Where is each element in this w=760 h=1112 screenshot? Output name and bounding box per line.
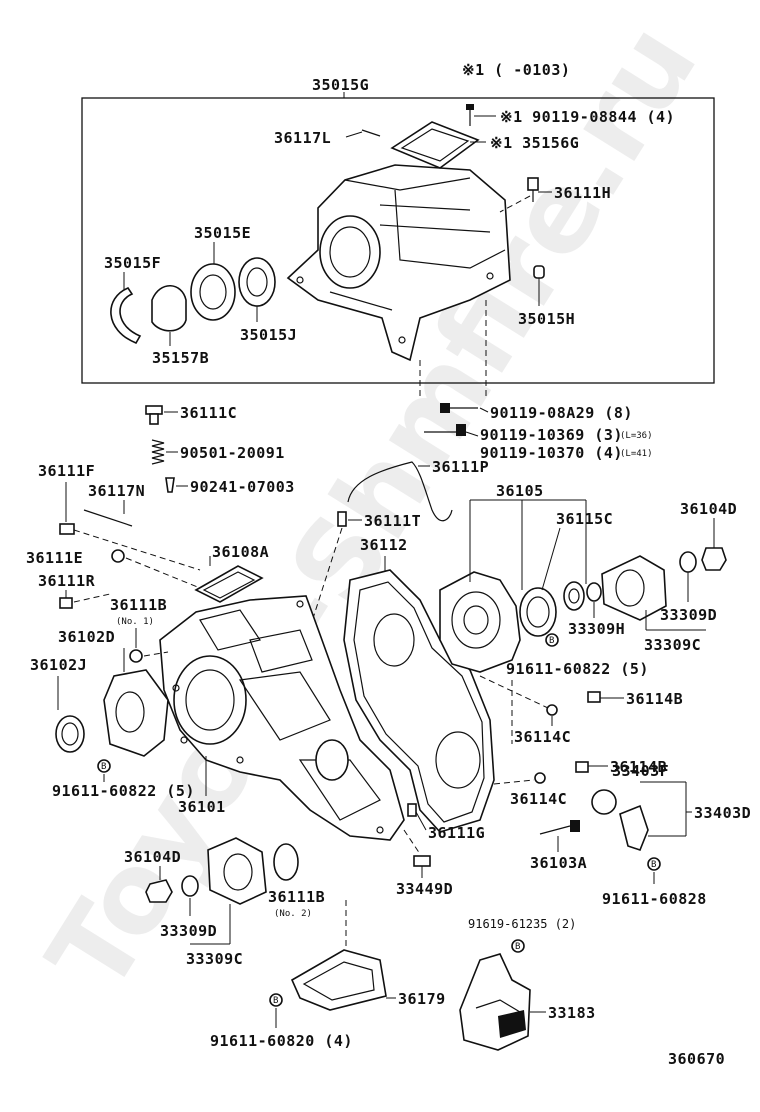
spring bbox=[151, 439, 165, 465]
label-35015H[interactable]: 35015H bbox=[518, 310, 575, 328]
svg-text:B: B bbox=[549, 636, 554, 646]
label-36111B-1[interactable]: 36111B bbox=[110, 596, 167, 614]
snap-ring bbox=[110, 287, 142, 345]
label-33449D[interactable]: 33449D bbox=[396, 880, 453, 898]
label-36102J[interactable]: 36102J bbox=[30, 656, 87, 674]
label-33309D-b[interactable]: 33309D bbox=[160, 922, 217, 940]
label-36111B-1-note: (No. 1) bbox=[116, 617, 154, 627]
label-36111T[interactable]: 36111T bbox=[364, 512, 421, 530]
label-36117L[interactable]: 36117L bbox=[274, 129, 331, 147]
label-90119-08844[interactable]: ※1 90119-08844 (4) bbox=[500, 108, 675, 126]
cover-36112 bbox=[343, 569, 495, 833]
label-91611-60820[interactable]: 91611-60820 (4) bbox=[210, 1032, 353, 1050]
label-36111C[interactable]: 36111C bbox=[180, 404, 237, 422]
sensor-33403D bbox=[619, 804, 649, 851]
svg-text:B: B bbox=[101, 762, 106, 772]
label-33309H[interactable]: 33309H bbox=[568, 620, 625, 638]
label-90119-08A29[interactable]: 90119-08A29 (8) bbox=[490, 404, 633, 422]
cover-35157B bbox=[151, 284, 187, 332]
label-91611-60822-b[interactable]: 91611-60822 (5) bbox=[506, 660, 649, 678]
label-35156G[interactable]: ※1 35156G bbox=[490, 134, 579, 152]
label-36105[interactable]: 36105 bbox=[496, 482, 544, 500]
label-36104D-a[interactable]: 36104D bbox=[680, 500, 737, 518]
note-range: ※1 ( -0103) bbox=[462, 61, 570, 79]
label-33403F[interactable]: 33403F bbox=[612, 762, 669, 780]
label-36111E[interactable]: 36111E bbox=[26, 549, 83, 567]
label-35015G[interactable]: 35015G bbox=[312, 76, 369, 94]
label-91611-60822-a[interactable]: 91611-60822 (5) bbox=[52, 782, 195, 800]
label-36111P[interactable]: 36111P bbox=[432, 458, 489, 476]
transfer-case-36101 bbox=[159, 595, 405, 841]
hose-36111P bbox=[347, 461, 453, 522]
label-33309D-a[interactable]: 33309D bbox=[660, 606, 717, 624]
label-90119-10369[interactable]: 90119-10369 (3) bbox=[480, 426, 623, 444]
label-33309C-b[interactable]: 33309C bbox=[186, 950, 243, 968]
mount-33183 bbox=[459, 953, 531, 1051]
bolt-10369 bbox=[424, 424, 466, 436]
label-90241-07003[interactable]: 90241-07003 bbox=[190, 478, 295, 496]
extension-housing bbox=[286, 164, 511, 362]
label-36112[interactable]: 36112 bbox=[360, 536, 408, 554]
label-36111G[interactable]: 36111G bbox=[428, 824, 485, 842]
label-33183[interactable]: 33183 bbox=[548, 1004, 596, 1022]
label-36102D[interactable]: 36102D bbox=[58, 628, 115, 646]
label-90119-10369-note: (L=36) bbox=[620, 431, 653, 441]
bolt-36103A bbox=[539, 820, 580, 835]
skid-plate-36179 bbox=[290, 949, 387, 1011]
label-91619-61235[interactable]: 91619-61235 (2) bbox=[468, 917, 576, 931]
label-33403D[interactable]: 33403D bbox=[694, 804, 751, 822]
label-36117N[interactable]: 36117N bbox=[88, 482, 145, 500]
label-36104D-b[interactable]: 36104D bbox=[124, 848, 181, 866]
rear-cover-36102D bbox=[103, 669, 169, 757]
label-33309C-a[interactable]: 33309C bbox=[644, 636, 701, 654]
label-36114B-a[interactable]: 36114B bbox=[626, 690, 683, 708]
svg-text:B: B bbox=[273, 996, 278, 1006]
svg-text:B: B bbox=[515, 942, 520, 952]
label-36108A[interactable]: 36108A bbox=[212, 543, 269, 561]
plug-36111C bbox=[145, 405, 163, 425]
label-91611-60828[interactable]: 91611-60828 bbox=[602, 890, 707, 908]
label-36111B-2-note: (No. 2) bbox=[274, 909, 312, 919]
subassembly-box bbox=[81, 97, 715, 384]
label-36111R[interactable]: 36111R bbox=[38, 572, 96, 590]
front-case-36105 bbox=[439, 571, 521, 673]
label-35157B[interactable]: 35157B bbox=[152, 349, 209, 367]
label-35015J[interactable]: 35015J bbox=[240, 326, 297, 344]
label-36101[interactable]: 36101 bbox=[178, 798, 226, 816]
label-36111F[interactable]: 36111F bbox=[38, 462, 95, 480]
svg-text:B: B bbox=[651, 860, 656, 870]
label-36111B-2[interactable]: 36111B bbox=[268, 888, 325, 906]
label-90501-20091[interactable]: 90501-20091 bbox=[180, 444, 285, 462]
label-90119-10370[interactable]: 90119-10370 (4) bbox=[480, 444, 623, 462]
label-35015F[interactable]: 35015F bbox=[104, 254, 161, 272]
badge-icon bbox=[545, 633, 559, 647]
diagram-number: 360670 bbox=[668, 1050, 725, 1068]
flange-rear bbox=[207, 837, 267, 905]
label-36114C-b[interactable]: 36114C bbox=[510, 790, 567, 808]
label-36111H[interactable]: 36111H bbox=[554, 184, 611, 202]
bolt-08844 bbox=[466, 104, 474, 126]
breather-36111H bbox=[527, 177, 539, 202]
label-36114B-b[interactable]: 36114B bbox=[610, 758, 667, 776]
flange-front bbox=[601, 555, 667, 621]
label-36103A[interactable]: 36103A bbox=[530, 854, 587, 872]
label-36115C[interactable]: 36115C bbox=[556, 510, 613, 528]
gasket-36108A bbox=[194, 565, 264, 603]
label-36114C-a[interactable]: 36114C bbox=[514, 728, 571, 746]
label-36179[interactable]: 36179 bbox=[398, 990, 446, 1008]
cover-plate bbox=[390, 121, 480, 169]
label-35015E[interactable]: 35015E bbox=[194, 224, 251, 242]
label-90119-10370-note: (L=41) bbox=[620, 449, 653, 459]
bolt-08A29 bbox=[440, 403, 478, 413]
